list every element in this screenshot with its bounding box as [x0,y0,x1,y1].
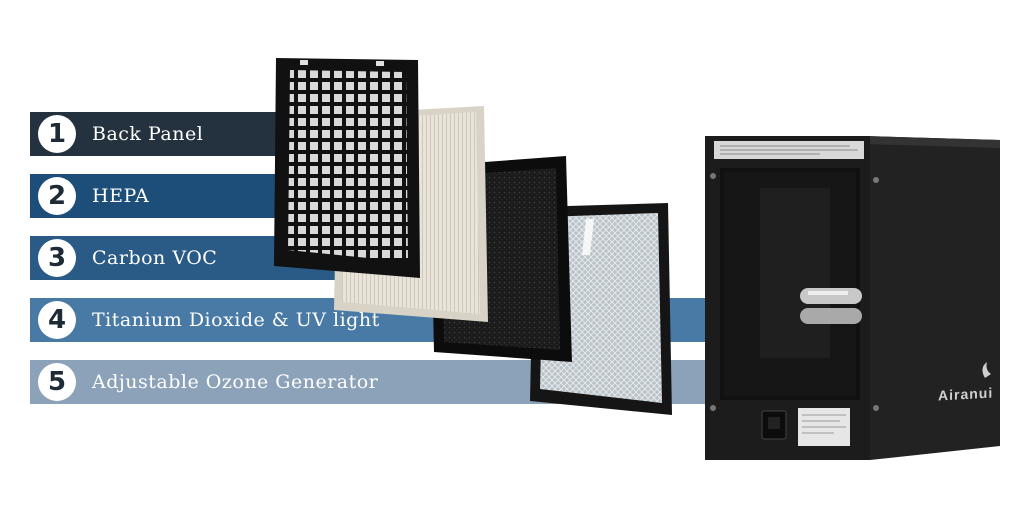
step-2-number: 2 [38,177,76,215]
step-2-label: HEPA [92,185,150,207]
step-1-number: 1 [38,115,76,153]
air-purifier-illustration [705,136,1000,460]
step-1-band: 1 Back Panel [30,112,330,156]
step-1-arrow-shape [30,112,330,156]
step-3-number: 3 [38,239,76,277]
step-4-label: Titanium Dioxide & UV light [92,309,380,331]
step-5-label: Adjustable Ozone Generator [92,371,379,393]
step-1-label: Back Panel [92,123,204,145]
step-5-number: 5 [38,363,76,401]
brand-logo: Airanui [938,384,994,404]
step-3-label: Carbon VOC [92,247,218,269]
back-panel-illustration [274,58,420,278]
step-4-number: 4 [38,301,76,339]
air-purifier-unit: Airanui [700,128,1020,468]
back-panel-grid [272,56,424,278]
